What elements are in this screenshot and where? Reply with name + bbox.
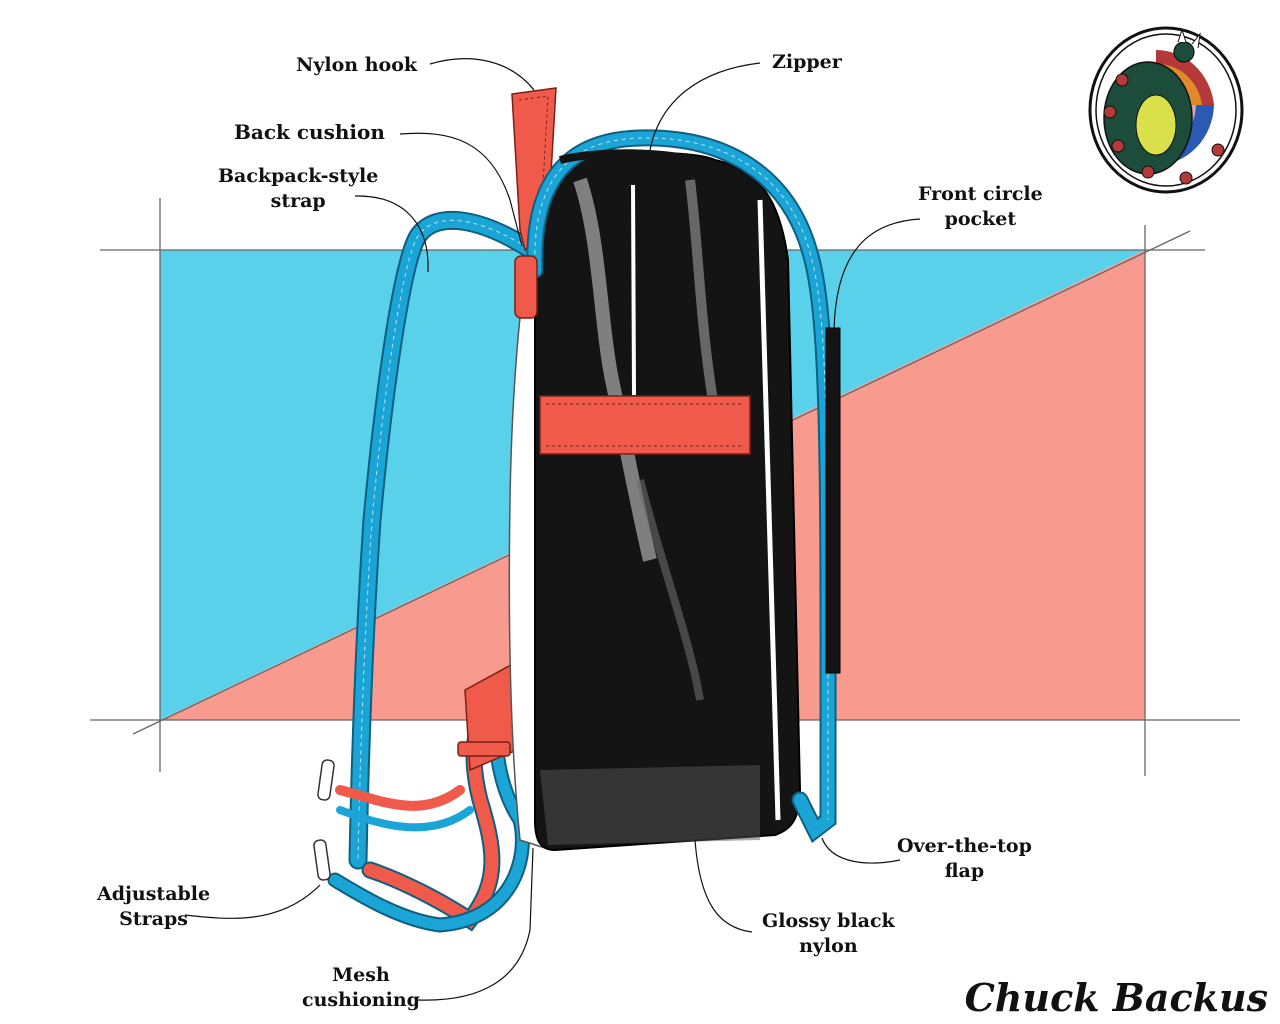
label-mesh-cushioning-line2: cushioning: [302, 989, 420, 1011]
label-nylon-hook: Nylon hook: [296, 54, 418, 76]
zipper-line: [631, 184, 636, 396]
label-overtop-flap: Over-the-top flap: [897, 834, 1032, 884]
buckle-upper: [317, 759, 335, 801]
lower-straps: [313, 658, 541, 933]
label-backpack-strap: Backpack-style strap: [218, 164, 378, 214]
label-zipper: Zipper: [772, 51, 842, 73]
front-pocket: [825, 327, 841, 674]
strap-anchor: [514, 255, 538, 319]
label-backpack-strap-line2: strap: [270, 190, 326, 212]
label-mesh-cushioning-line1: Mesh: [332, 964, 390, 986]
artist-signature: Chuck Backus: [964, 975, 1268, 1020]
turtle-rainbow-logo: [1088, 26, 1244, 194]
label-front-pocket: Front circle pocket: [918, 182, 1043, 232]
label-glossy-nylon-line2: nylon: [799, 935, 858, 957]
buckle-lower: [313, 839, 331, 881]
label-front-pocket-line2: pocket: [944, 208, 1017, 230]
bag-body: [534, 151, 802, 852]
label-adjustable-straps-line2: Straps: [119, 908, 188, 930]
label-backpack-strap-line1: Backpack-style: [218, 165, 379, 187]
label-adjustable-straps: Adjustable Straps: [97, 882, 210, 932]
label-glossy-nylon: Glossy black nylon: [762, 909, 895, 959]
label-adjustable-straps-line1: Adjustable: [97, 883, 211, 905]
label-glossy-nylon-line1: Glossy black: [762, 910, 895, 932]
label-overtop-flap-line1: Over-the-top: [897, 835, 1032, 857]
label-back-cushion: Back cushion: [234, 120, 385, 144]
label-mesh-cushioning: Mesh cushioning: [302, 963, 420, 1013]
bag-band: [539, 395, 751, 455]
label-front-pocket-line1: Front circle: [918, 183, 1043, 205]
label-overtop-flap-line2: flap: [944, 860, 985, 882]
leader-lines: [184, 58, 921, 1001]
